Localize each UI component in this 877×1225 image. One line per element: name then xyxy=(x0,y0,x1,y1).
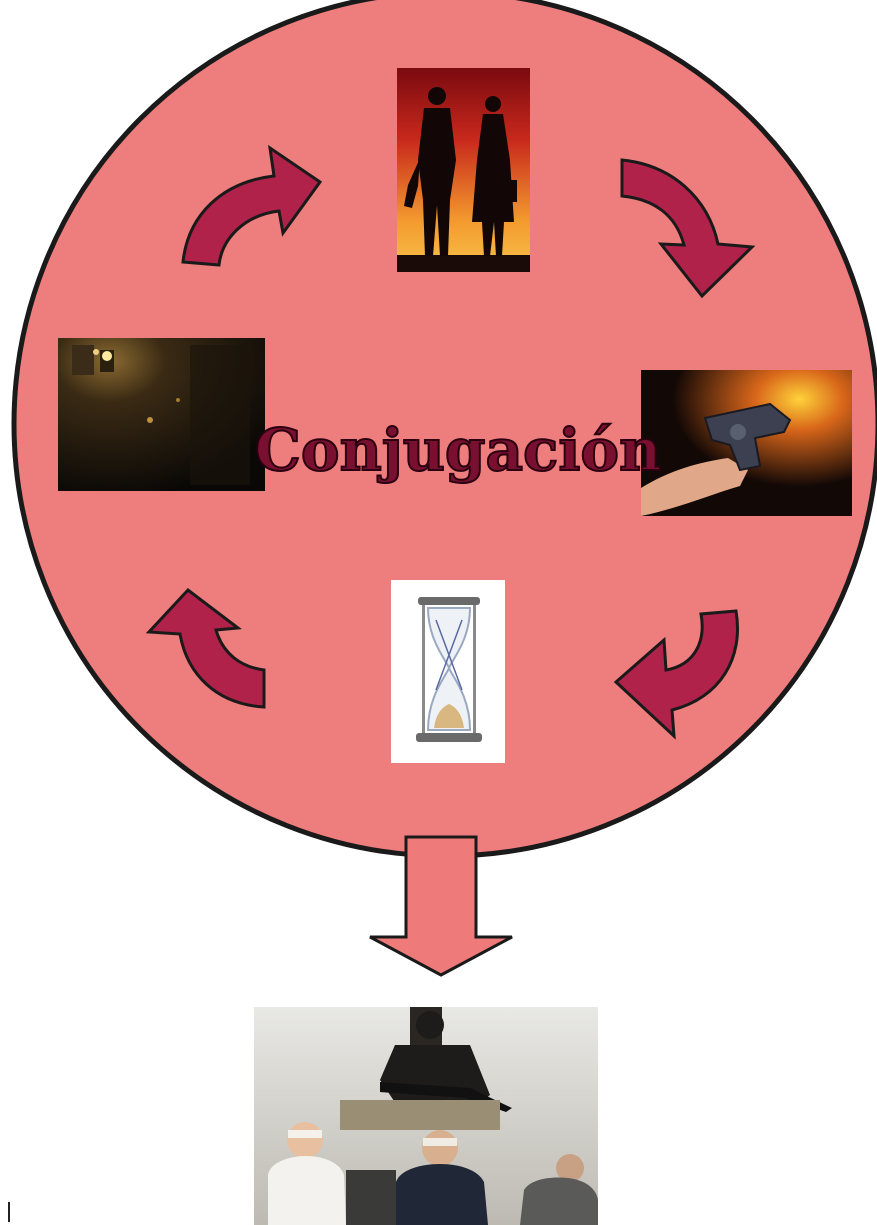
down-arrow xyxy=(369,835,513,977)
curved-arrow-bottom-left xyxy=(145,587,266,709)
edge-mark xyxy=(8,1202,10,1222)
diagram-title: Conjugación xyxy=(255,416,662,484)
curved-arrow-bottom-right xyxy=(613,609,739,740)
curved-arrow-top-left xyxy=(181,144,323,267)
hostages-image xyxy=(254,1007,598,1225)
silhouette-couple-image xyxy=(397,68,530,272)
gun-firing-image xyxy=(641,370,852,516)
curved-arrow-top-right xyxy=(620,158,756,299)
dark-street-image xyxy=(58,338,265,491)
hourglass-image xyxy=(391,580,505,763)
